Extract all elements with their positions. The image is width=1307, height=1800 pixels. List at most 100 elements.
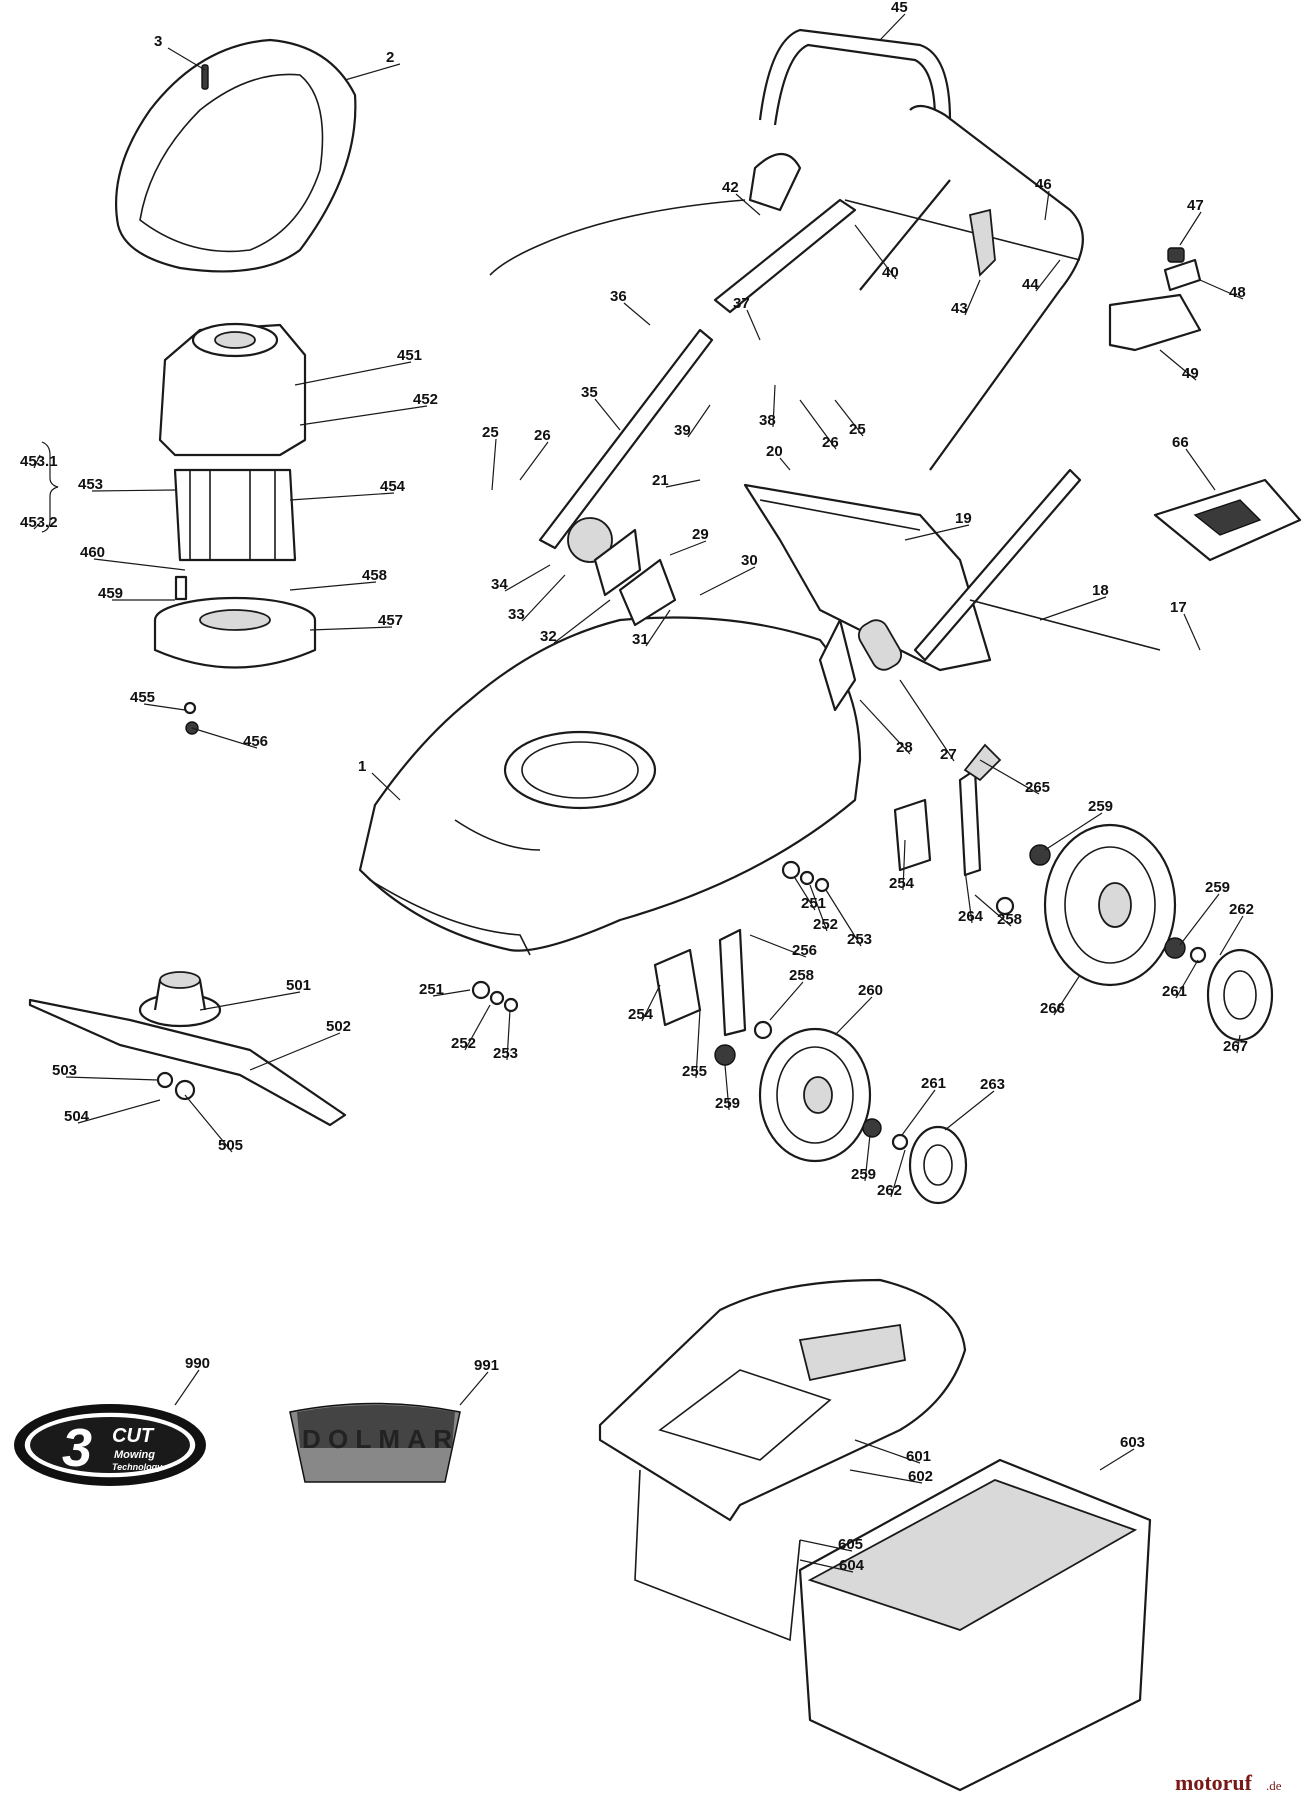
leader-259-50	[864, 1134, 871, 1182]
part-number-label: 256	[792, 942, 817, 959]
part-number-label: 261	[1162, 983, 1187, 1000]
leader-456-68	[191, 727, 258, 749]
part-number-label: 261	[921, 1075, 946, 1092]
badge-dolmar: DOLMAR	[289, 1402, 461, 1483]
part-number-label: 17	[1170, 599, 1187, 616]
leader-254-41	[902, 839, 906, 891]
leader-263-56	[944, 1090, 995, 1131]
part-number-label: 451	[397, 347, 422, 364]
part-number-label: 43	[951, 300, 968, 317]
mower-deck	[358, 616, 862, 956]
leader-36-21	[623, 302, 651, 326]
part-number-label: 26	[822, 434, 839, 451]
part-number-label: 259	[1205, 879, 1230, 896]
part-number-label: 30	[741, 552, 758, 569]
part-number-label: 265	[1025, 779, 1050, 796]
leader-28-13	[859, 699, 911, 755]
badge-3cut-word: CUT	[112, 1425, 155, 1447]
part-number-label: 264	[958, 908, 984, 925]
part-number-label: 603	[1120, 1434, 1145, 1451]
part-number-label: 601	[906, 1448, 931, 1465]
leader-33-18	[521, 574, 566, 622]
leader-601-78	[854, 1439, 921, 1464]
part-number-label: 458	[362, 567, 387, 584]
leader-604-81	[799, 1559, 854, 1573]
leader-3-2	[167, 47, 206, 71]
part-number-label: 252	[813, 916, 838, 933]
leader-505-77	[184, 1094, 233, 1153]
part-number-label: 253	[847, 931, 872, 948]
part-number-label: 66	[1172, 434, 1189, 451]
leader-46-30	[1044, 190, 1050, 221]
leader-27-12	[899, 679, 955, 762]
front-wheel-group	[653, 928, 968, 1205]
bracket-453	[41, 441, 59, 533]
small-parts-bag	[1153, 478, 1302, 562]
part-number-label: 36	[610, 288, 627, 305]
part-number-label: 454	[380, 478, 406, 495]
leader-603-80	[1099, 1448, 1135, 1471]
callout-leader-lines	[33, 13, 1244, 1573]
leader-48-32	[1199, 279, 1244, 300]
part-number-label: 1	[358, 758, 366, 775]
part-number-label: 460	[80, 544, 105, 561]
leader-37-22	[746, 309, 761, 341]
watermark-motoruf: motoruf .de	[1175, 1770, 1282, 1795]
leader-452-62	[299, 405, 428, 426]
leader-45-29	[879, 13, 906, 41]
leader-501-73	[199, 991, 301, 1011]
leader-30-15	[699, 566, 756, 596]
part-number-label: 28	[896, 739, 913, 756]
part-number-label: 42	[722, 179, 739, 196]
leader-35-20	[594, 398, 621, 431]
part-number-label: 253	[493, 1045, 518, 1062]
part-number-label: 35	[581, 384, 598, 401]
part-number-label: 20	[766, 443, 783, 460]
leader-266-59	[1053, 974, 1081, 1016]
leader-602-79	[849, 1469, 923, 1484]
part-number-label: 38	[759, 412, 776, 429]
leader-261-52	[1175, 959, 1199, 999]
part-number-label: 251	[801, 895, 826, 912]
part-number-label: 502	[326, 1018, 351, 1035]
part-number-label: 3	[154, 33, 162, 50]
part-number-label: 33	[508, 606, 525, 623]
leader-454-66	[289, 492, 395, 501]
motor-hood	[115, 38, 357, 273]
part-number-label: 605	[838, 1536, 863, 1553]
leader-256-44	[749, 934, 807, 958]
leader-267-60	[1236, 1034, 1241, 1054]
part-number-label: 32	[540, 628, 557, 645]
part-number-label: 259	[851, 1166, 876, 1183]
part-number-label: 49	[1182, 365, 1199, 382]
leader-26-11	[799, 399, 837, 450]
badge-3cut: 3 CUT Mowing Technology	[14, 1404, 206, 1486]
part-number-label: 254	[628, 1006, 654, 1023]
motor-assembly	[153, 322, 317, 735]
leader-502-74	[249, 1032, 341, 1071]
leader-18-4	[1039, 596, 1107, 621]
part-number-label: 990	[185, 1355, 210, 1372]
part-number-label: 255	[682, 1063, 707, 1080]
leader-1-0	[371, 772, 401, 801]
part-number-label: 21	[652, 472, 669, 489]
part-number-label: 48	[1229, 284, 1246, 301]
part-number-label: 2	[386, 49, 394, 66]
leader-32-17	[553, 599, 611, 644]
part-number-label: 504	[64, 1108, 90, 1125]
leader-31-16	[645, 609, 671, 647]
leader-255-43	[695, 1009, 701, 1079]
rear-flap-and-axles	[538, 328, 1161, 712]
badge-3cut-number: 3	[62, 1418, 92, 1478]
part-number-label: 259	[1088, 798, 1113, 815]
leader-20-6	[779, 457, 791, 471]
leader-458-70	[289, 581, 377, 591]
leader-264-57	[964, 869, 973, 924]
part-number-label: 252	[451, 1035, 476, 1052]
leader-47-31	[1179, 211, 1202, 246]
leader-251-35	[794, 877, 816, 911]
leader-251-38	[432, 989, 471, 997]
part-number-label: 34	[491, 576, 508, 593]
part-number-label: 453.1	[20, 453, 58, 470]
